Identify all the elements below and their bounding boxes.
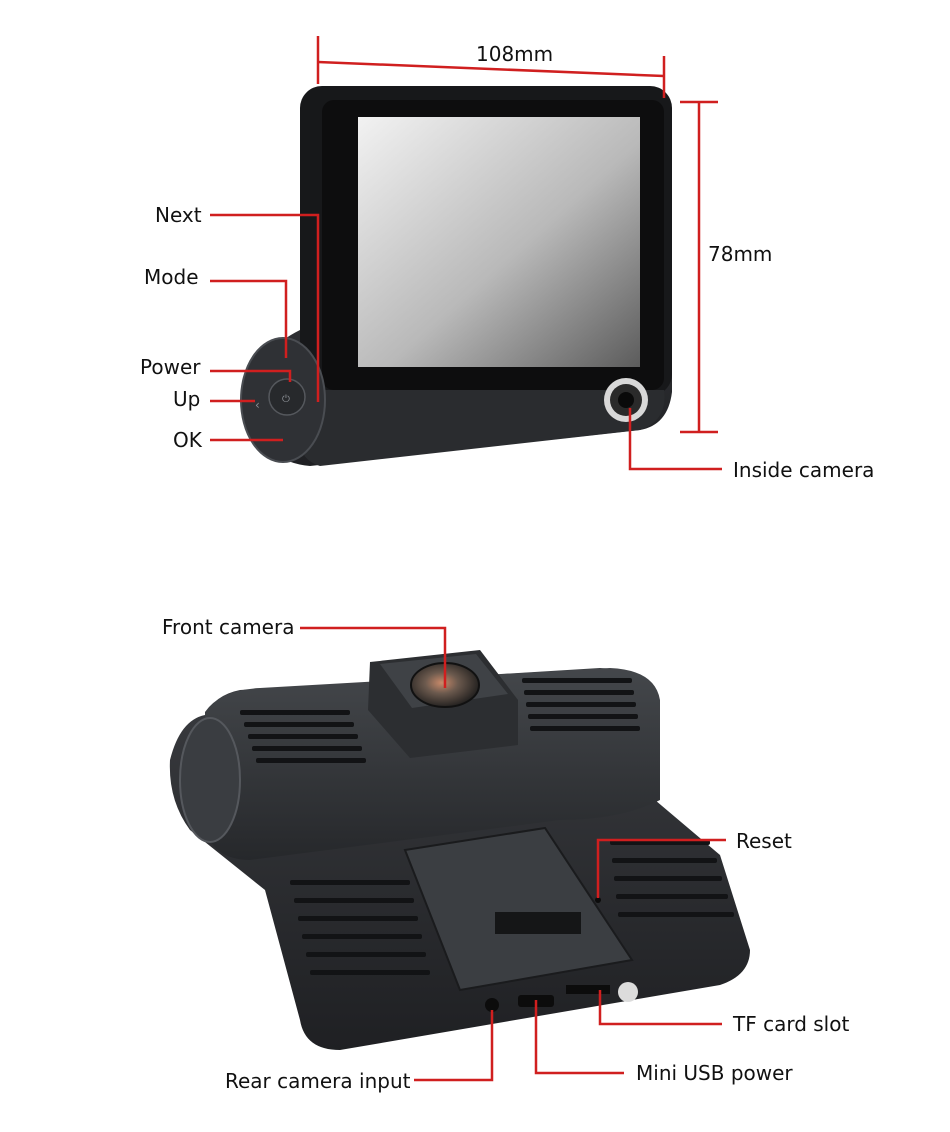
label-tf-card-slot: TF card slot [732,1012,849,1036]
label-inside-camera: Inside camera [733,458,874,482]
svg-text:‹: ‹ [255,398,260,412]
label-next: Next [155,203,202,227]
vent-grille-right [522,678,640,731]
device-rear-view [169,650,751,1050]
width-dimension: 108mm [316,36,666,98]
tf-card-slot[interactable] [566,985,610,994]
device-front-view: ⏻ ‹ [240,86,672,466]
rear-camera-input-port[interactable] [485,998,499,1012]
side-button-panel [179,717,241,843]
reset-button[interactable] [595,897,601,903]
height-dimension: 78mm [680,100,772,434]
svg-text:⏻: ⏻ [282,394,290,405]
height-label: 78mm [708,242,772,266]
label-reset: Reset [736,829,792,853]
label-mini-usb-power: Mini USB power [636,1061,793,1085]
label-power: Power [140,355,201,379]
mount-plate [403,826,634,992]
label-mode: Mode [144,265,199,289]
label-ok: OK [173,428,203,452]
vent-grille-bottom-left [290,880,430,975]
label-up: Up [173,387,200,411]
display-screen [358,117,640,367]
power-button[interactable] [268,378,306,416]
label-rear-camera-input: Rear camera input [225,1069,411,1093]
label-front-camera: Front camera [162,615,294,639]
vent-grille-left [240,710,366,763]
width-label: 108mm [476,42,553,66]
